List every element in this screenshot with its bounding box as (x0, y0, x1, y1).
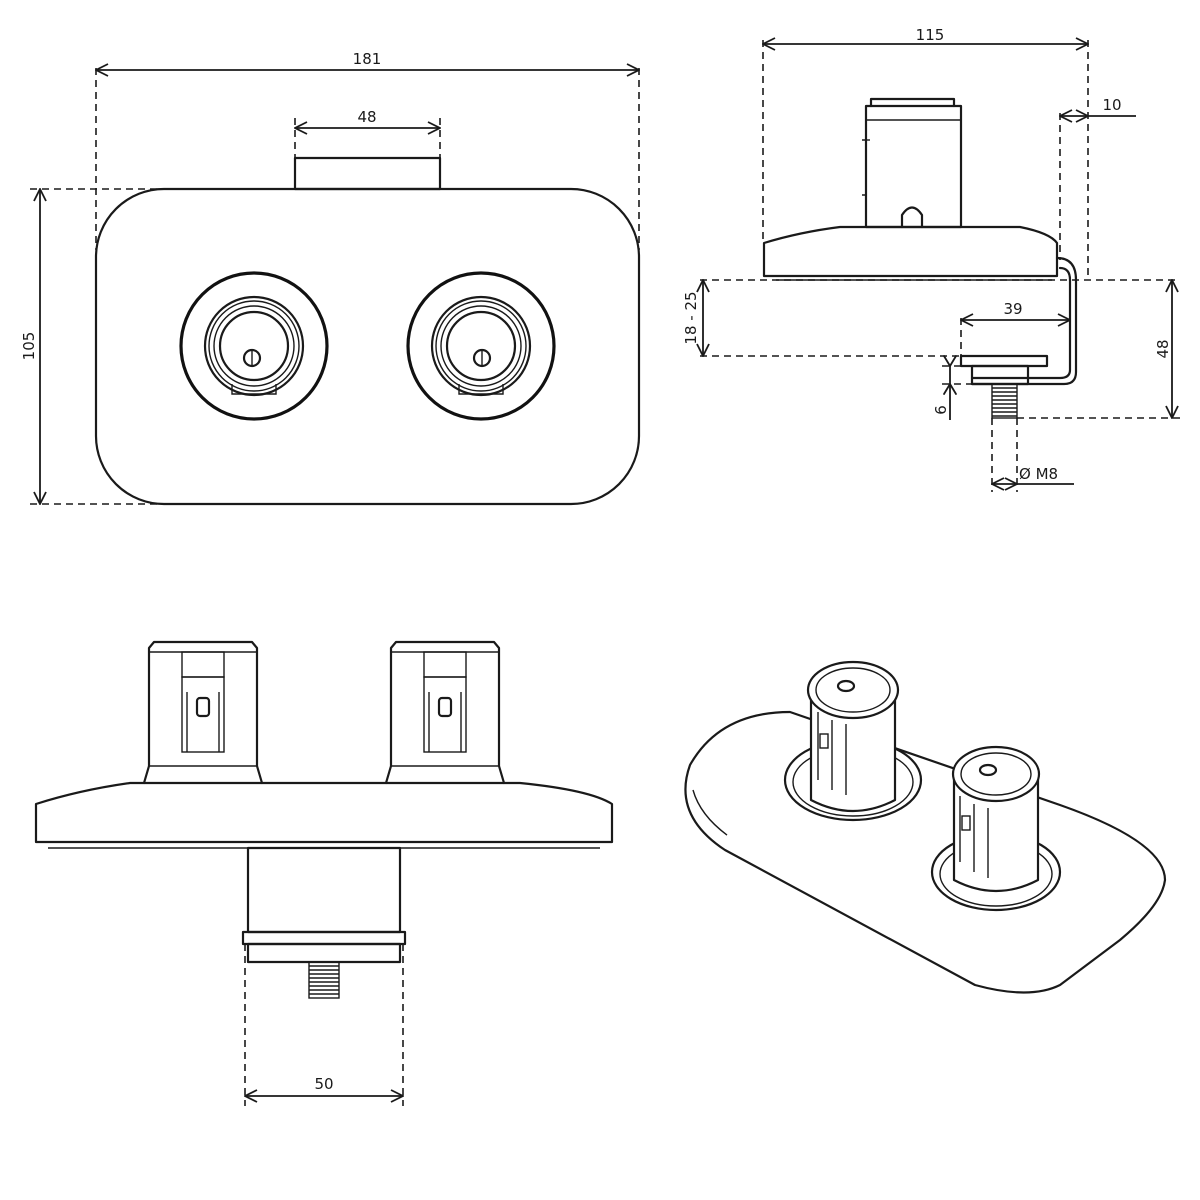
top-view: 181 48 105 (20, 50, 641, 506)
dim-label-181: 181 (353, 50, 382, 68)
dim-label-115: 115 (916, 26, 945, 44)
dim-label-10: 10 (1102, 96, 1121, 114)
isometric-view (684, 660, 1167, 994)
dim-label-6: 6 (932, 405, 950, 415)
side-view-plate (762, 225, 1059, 278)
front-view: 50 (34, 640, 614, 1106)
dim-label-48-side: 48 (1154, 339, 1172, 358)
front-view-cylinder-left (142, 640, 264, 785)
iso-plate (684, 710, 1167, 994)
front-view-cylinder-right (384, 640, 506, 785)
top-view-tab (293, 156, 442, 191)
dim-label-m8: Ø M8 (1019, 465, 1058, 483)
side-view-cylinder (862, 97, 963, 229)
dim-label-39: 39 (1003, 300, 1022, 318)
front-view-stem (241, 846, 407, 999)
iso-socket-back (783, 660, 923, 822)
side-view-thread (991, 383, 1018, 419)
iso-socket-front (930, 745, 1062, 912)
top-view-socket-left (179, 271, 329, 421)
front-view-plate (34, 781, 614, 844)
dim-label-48-top: 48 (357, 108, 376, 126)
side-view: 115 10 18 - 25 39 48 6 Ø M8 (682, 26, 1180, 492)
dim-label-105: 105 (20, 332, 38, 361)
top-view-socket-right (406, 271, 556, 421)
dim-label-50: 50 (314, 1075, 333, 1093)
top-view-plate (94, 187, 641, 506)
dim-label-18-25: 18 - 25 (682, 291, 700, 344)
